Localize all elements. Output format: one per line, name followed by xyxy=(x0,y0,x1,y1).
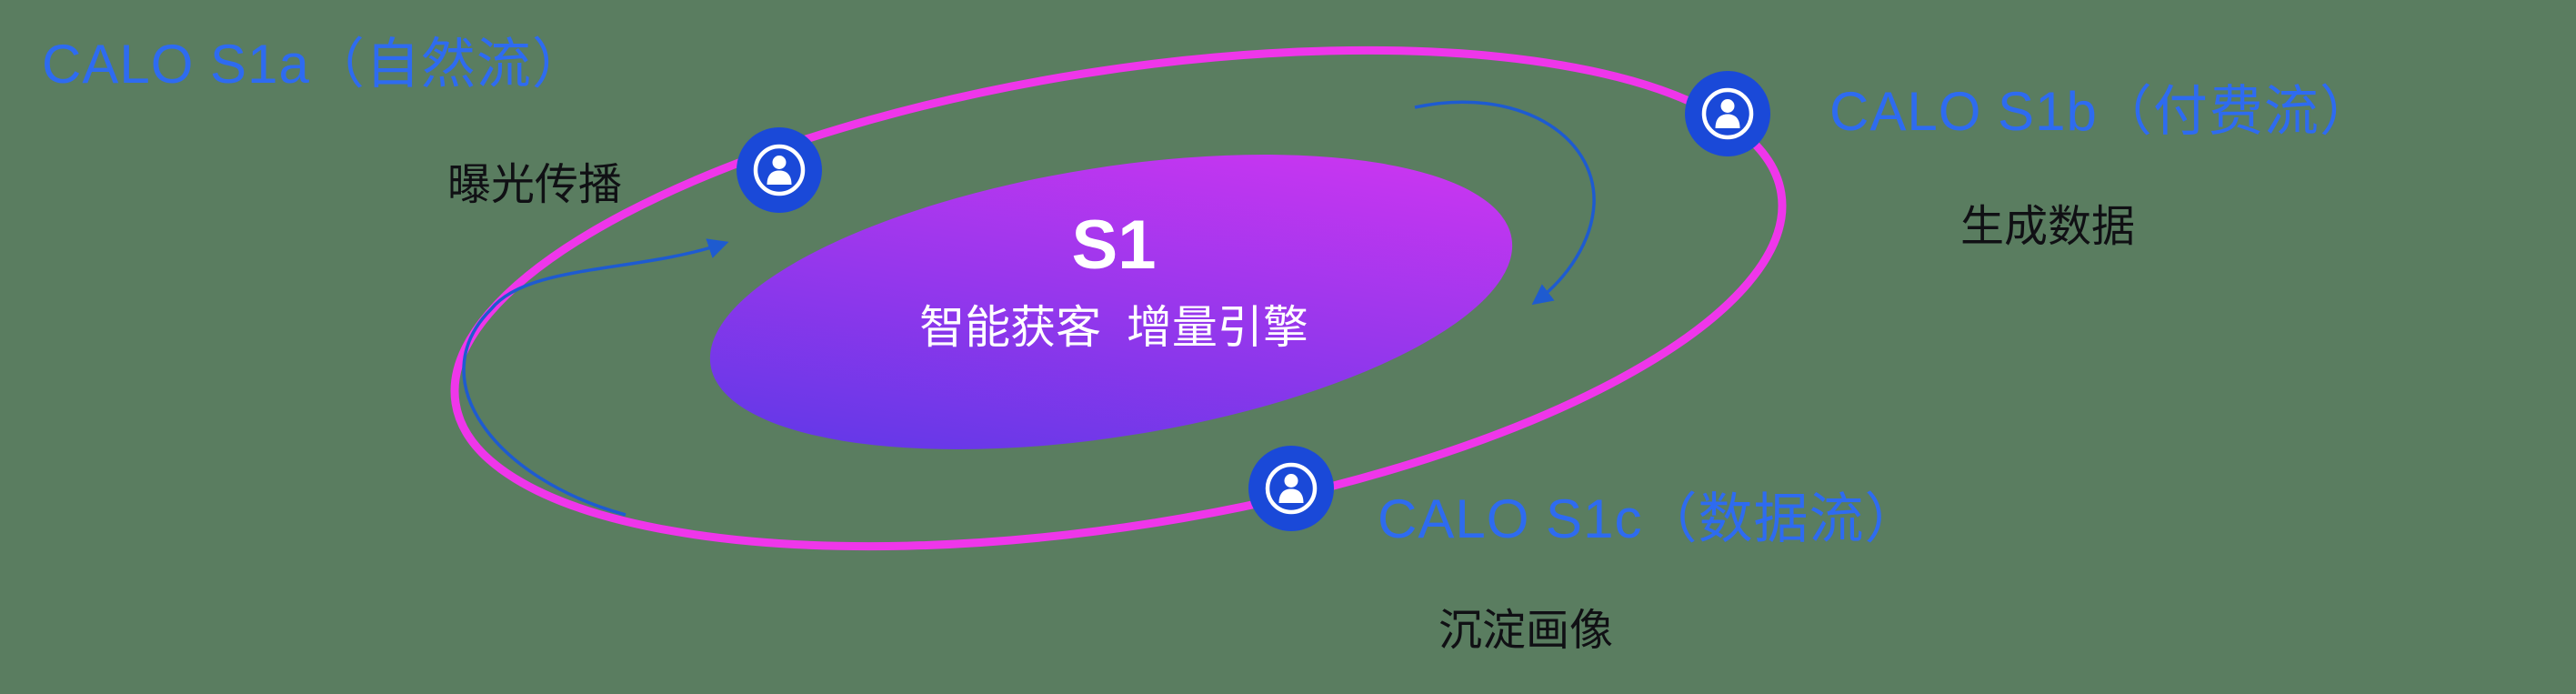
flow-arrow-left-icon xyxy=(462,238,729,517)
user-node-s1b-icon xyxy=(1685,71,1770,156)
core-title: S1 xyxy=(1071,206,1157,284)
orbit-ring xyxy=(450,45,1787,551)
label-calo-s1a: CALO S1a（自然流） xyxy=(42,34,587,95)
core-ellipse xyxy=(709,155,1513,449)
user-node-s1c-icon xyxy=(1248,446,1334,531)
user-node-s1a-icon xyxy=(737,127,822,213)
sublabel-s1c: 沉淀画像 xyxy=(1438,607,1614,655)
sublabel-s1a: 曝光传播 xyxy=(447,161,623,209)
flow-arrow-top-right-icon xyxy=(1414,100,1596,306)
label-calo-s1c: CALO S1c（数据流） xyxy=(1378,488,1920,549)
label-calo-s1b: CALO S1b（付费流） xyxy=(1829,81,2375,142)
core-subtitle: 智能获客 增量引擎 xyxy=(919,302,1308,353)
sublabel-s1b: 生成数据 xyxy=(1960,203,2136,251)
